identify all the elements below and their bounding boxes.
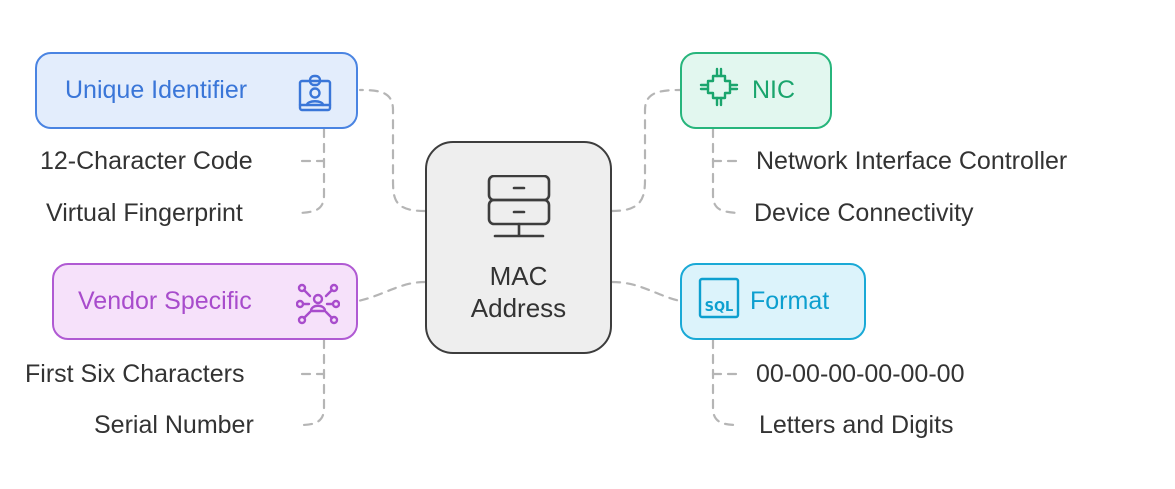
branch-node-vendor-specific[interactable]: Vendor Specific bbox=[52, 263, 358, 340]
leaf-virtual-fingerprint: Virtual Fingerprint bbox=[46, 199, 243, 227]
chip-icon bbox=[698, 66, 740, 115]
connector-vendor-children bbox=[298, 338, 326, 427]
id-badge-icon bbox=[298, 74, 332, 119]
center-title: MAC Address bbox=[471, 260, 566, 324]
leaf-device-connectivity: Device Connectivity bbox=[754, 199, 974, 227]
sql-icon: SQL bbox=[698, 277, 740, 326]
center-node-mac-address[interactable]: MAC Address bbox=[425, 141, 612, 354]
branch-node-format[interactable]: SQL Format bbox=[680, 263, 866, 340]
branch-label: Unique Identifier bbox=[65, 76, 248, 104]
connector-format-children bbox=[711, 338, 740, 427]
center-title-line1: MAC bbox=[489, 261, 548, 291]
leaf-serial-number: Serial Number bbox=[94, 411, 254, 439]
connector-nic-children bbox=[711, 127, 740, 215]
network-user-icon bbox=[295, 283, 341, 332]
server-icon bbox=[487, 174, 551, 244]
leaf-format-example: 00-00-00-00-00-00 bbox=[756, 360, 965, 388]
leaf-first-six-characters: First Six Characters bbox=[25, 360, 245, 388]
connector-center-nic bbox=[610, 88, 682, 213]
leaf-12-character-code: 12-Character Code bbox=[40, 147, 253, 175]
leaf-network-interface-controller: Network Interface Controller bbox=[756, 147, 1068, 175]
branch-node-nic[interactable]: NIC bbox=[680, 52, 832, 129]
center-title-line2: Address bbox=[470, 293, 567, 323]
connector-center-vendor bbox=[356, 280, 427, 303]
svg-text:SQL: SQL bbox=[705, 300, 734, 315]
leaf-letters-and-digits: Letters and Digits bbox=[759, 411, 954, 439]
branch-label: Vendor Specific bbox=[78, 287, 252, 315]
connector-uid-children bbox=[298, 127, 326, 215]
connector-center-format bbox=[610, 280, 682, 303]
connector-center-unique-identifier bbox=[358, 88, 427, 213]
branch-label: NIC bbox=[752, 76, 796, 104]
branch-node-unique-identifier[interactable]: Unique Identifier bbox=[35, 52, 358, 129]
branch-label: Format bbox=[750, 287, 830, 315]
